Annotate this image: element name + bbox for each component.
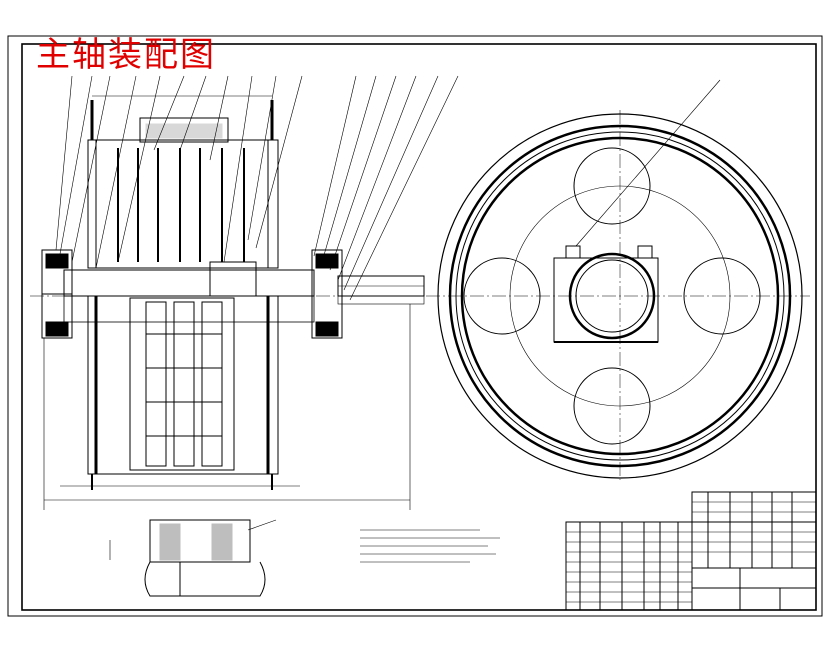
drawing-title: 主轴装配图 <box>36 35 216 75</box>
front-view <box>437 110 803 480</box>
title-block <box>565 491 817 611</box>
drum-housing-top <box>87 139 279 269</box>
detail-view <box>109 519 277 597</box>
technical-notes <box>360 529 500 563</box>
section-view <box>41 95 425 510</box>
top-box <box>139 117 229 143</box>
inner-border <box>21 43 817 611</box>
outer-border <box>7 35 823 617</box>
leader-lines <box>55 75 721 301</box>
